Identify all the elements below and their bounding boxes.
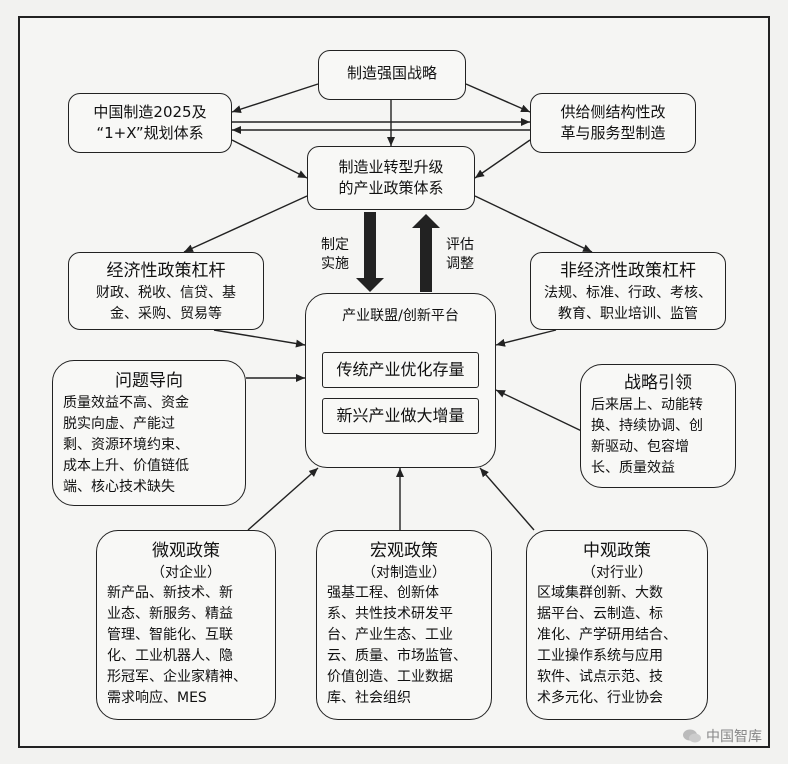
- node-body-line: 化、工业机器人、隐: [107, 648, 233, 664]
- node-title: 非经济性政策杠杆: [560, 261, 696, 281]
- node-body-line: 业态、新服务、精益: [107, 606, 233, 622]
- node-body-line: 新驱动、包容增: [591, 439, 689, 455]
- arrow-nonecon-to-platform: [495, 329, 557, 347]
- thick-arrow-down: [356, 212, 384, 292]
- node-problem-oriented: 问题导向 质量效益不高、资金 脱实向虚、产能过 剩、资源环境约束、 成本上升、价…: [52, 360, 246, 506]
- node-title: 经济性政策杠杆: [106, 261, 226, 281]
- node-economic-policy-levers: 经济性政策杠杆 财政、税收、信贷、基 金、采购、贸易等: [68, 252, 264, 330]
- node-body-line: 换、持续协调、创: [591, 418, 703, 434]
- node-industrial-policy-system: 制造业转型升级 的产业政策体系: [307, 146, 475, 210]
- node-body-line: 财政、税收、信贷、基: [96, 285, 236, 301]
- node-body-line: 长、质量效益: [591, 460, 675, 476]
- node-body-line: 端、核心技术缺失: [63, 479, 175, 495]
- node-body-line: 法规、标准、行政、考核、: [544, 285, 712, 301]
- node-body-line: 需求响应、MES: [107, 690, 207, 706]
- node-body-line: 强基工程、创新体: [327, 585, 439, 601]
- node-title: 战略引领: [624, 373, 692, 393]
- node-manufacturing-power-strategy: 制造强国战略: [318, 50, 466, 100]
- arrow-top-to-right: [465, 83, 531, 113]
- node-body-line: 工业操作系统与应用: [537, 648, 663, 664]
- node-body-line: 后来居上、动能转: [591, 397, 703, 413]
- node-label-line: 中国制造2025及: [93, 103, 207, 121]
- node-macro-policy: 宏观政策 （对制造业） 强基工程、创新体 系、共性技术研发平 台、产业生态、工业…: [316, 530, 492, 720]
- node-label-line: 革与服务型制造: [560, 124, 666, 142]
- arrow-center-to-econ: [183, 195, 308, 253]
- node-body-line: 价值创造、工业数据: [327, 669, 453, 685]
- arrow-top-to-left: [231, 83, 319, 114]
- node-title: 中观政策: [583, 541, 651, 561]
- watermark-text: 中国智库: [706, 729, 762, 745]
- node-body-line: 术多元化、行业协会: [537, 690, 663, 706]
- node-title: 微观政策: [152, 541, 220, 561]
- node-label-line: “1+X”规划体系: [96, 124, 204, 142]
- arrow-meso-to-platform: [479, 467, 535, 531]
- node-label-line: 的产业政策体系: [338, 179, 444, 197]
- node-label-line: 供给侧结构性改: [560, 103, 666, 121]
- watermark: 中国智库: [682, 726, 762, 746]
- platform-item-emerging: 新兴产业做大增量: [322, 398, 479, 434]
- node-body-line: 剩、资源环境约束、: [63, 437, 189, 453]
- node-body-line: 云、质量、市场监管、: [327, 648, 467, 664]
- node-body-line: 区域集群创新、大数: [537, 585, 663, 601]
- node-body-line: 成本上升、价值链低: [63, 458, 189, 474]
- node-body-line: 准化、产学研用结合、: [537, 627, 677, 643]
- node-body-line: 系、共性技术研发平: [327, 606, 453, 622]
- node-title: 产业联盟/创新平台: [342, 308, 459, 324]
- node-meso-policy: 中观政策 （对行业） 区域集群创新、大数 据平台、云制造、标 准化、产学研用结合…: [526, 530, 708, 720]
- node-body-line: 金、采购、贸易等: [110, 306, 222, 322]
- node-body-line: 据平台、云制造、标: [537, 606, 663, 622]
- node-strategic-leadership: 战略引领 后来居上、动能转 换、持续协调、创 新驱动、包容增 长、质量效益: [580, 364, 736, 488]
- arrow-center-to-nonecon: [474, 195, 593, 253]
- node-label: 制造强国战略: [346, 64, 437, 82]
- node-subtitle: （对企业）: [151, 565, 221, 581]
- node-body-line: 教育、职业培训、监管: [558, 306, 698, 322]
- node-body-line: 形冠军、企业家精神、: [107, 669, 247, 685]
- node-subtitle: （对行业）: [582, 565, 652, 581]
- node-supply-side-reform: 供给侧结构性改 革与服务型制造: [530, 93, 696, 153]
- node-body-line: 脱实向虚、产能过: [63, 416, 175, 432]
- arrow-left-to-center: [231, 139, 308, 179]
- node-non-economic-policy-levers: 非经济性政策杠杆 法规、标准、行政、考核、 教育、职业培训、监管: [530, 252, 726, 330]
- platform-item-traditional: 传统产业优化存量: [322, 352, 479, 388]
- node-micro-policy: 微观政策 （对企业） 新产品、新技术、新 业态、新服务、精益 管理、智能化、互联…: [96, 530, 276, 720]
- node-innovation-platform: 产业联盟/创新平台 传统产业优化存量 新兴产业做大增量: [305, 293, 496, 468]
- arrow-right-to-center: [474, 139, 531, 179]
- node-body-line: 质量效益不高、资金: [63, 395, 189, 411]
- arrow-econ-to-platform: [213, 329, 306, 348]
- arrow-micro-to-platform: [247, 467, 319, 531]
- node-body-line: 台、产业生态、工业: [327, 627, 453, 643]
- thick-arrow-up: [412, 214, 440, 292]
- node-made-in-china-2025: 中国制造2025及 “1+X”规划体系: [68, 93, 232, 153]
- arrow-strategy-to-platform: [495, 389, 591, 436]
- node-label-line: 制造业转型升级: [338, 158, 444, 176]
- wechat-icon: [683, 729, 701, 743]
- node-body-line: 新产品、新技术、新: [107, 585, 233, 601]
- node-body-line: 库、社会组织: [327, 690, 411, 706]
- node-title: 宏观政策: [370, 541, 438, 561]
- node-body-line: 管理、智能化、互联: [107, 627, 233, 643]
- node-subtitle: （对制造业）: [362, 565, 446, 581]
- node-title: 问题导向: [115, 371, 183, 391]
- label-evaluate-adjust: 评估 调整: [446, 237, 474, 272]
- node-body-line: 软件、试点示范、技: [537, 669, 663, 685]
- label-formulate-implement: 制定 实施: [321, 237, 349, 272]
